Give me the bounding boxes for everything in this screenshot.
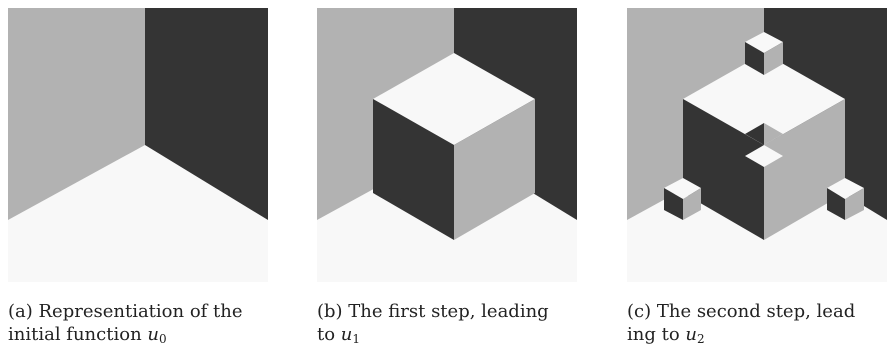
cube-right-face	[454, 99, 535, 240]
small-cube-top-2	[664, 178, 701, 199]
small-cube-left-2	[664, 188, 683, 220]
cube-left-face	[373, 99, 454, 240]
caption-c-line2: ing to u2	[627, 323, 893, 351]
caption-a-line2: initial function u0	[8, 323, 298, 351]
small-cube-left-3	[827, 188, 845, 220]
caption-b-subscript: 1	[352, 332, 361, 346]
inner-notch-right	[764, 123, 783, 145]
caption-a-text: initial function	[8, 324, 148, 345]
caption-a-subscript: 0	[158, 332, 167, 346]
small-cube-top-3	[827, 178, 864, 199]
caption-c-math: u2	[685, 324, 705, 346]
caption-c-text: ing to	[627, 324, 686, 345]
small-cube-right-1	[764, 42, 783, 75]
small-cube-right-2	[683, 188, 701, 220]
inner-notch-floor	[745, 145, 783, 167]
floor-plane	[8, 145, 268, 282]
caption-b: (b) The first step, leading to u1	[317, 300, 607, 351]
caption-b-line2: to u1	[317, 323, 607, 351]
small-cube-right-3	[845, 188, 864, 220]
second-step-render	[627, 8, 887, 282]
main-cube-right-face	[764, 99, 845, 240]
caption-b-var: u	[340, 324, 353, 345]
inner-notch-left	[745, 123, 764, 145]
caption-a-line1: (a) Representiation of the	[8, 301, 243, 322]
caption-c-line1: (c) The second step, lead	[627, 301, 856, 322]
caption-c-subscript: 2	[696, 332, 705, 346]
small-cube-top-1	[745, 32, 783, 53]
main-cube-left-face	[683, 99, 764, 240]
caption-c-var: u	[685, 324, 697, 345]
caption-a-math: u0	[147, 324, 167, 346]
caption-b-text: to	[317, 324, 341, 345]
first-step-render	[317, 8, 577, 282]
caption-c: (c) The second step, lead ing to u2	[627, 300, 893, 351]
caption-a: (a) Representiation of the initial funct…	[8, 300, 298, 351]
initial-function-render	[8, 8, 268, 282]
caption-a-var: u	[147, 324, 159, 345]
small-cube-left-1	[745, 42, 764, 75]
caption-b-math: u1	[340, 324, 361, 346]
caption-b-line1: (b) The first step, leading	[317, 301, 549, 322]
